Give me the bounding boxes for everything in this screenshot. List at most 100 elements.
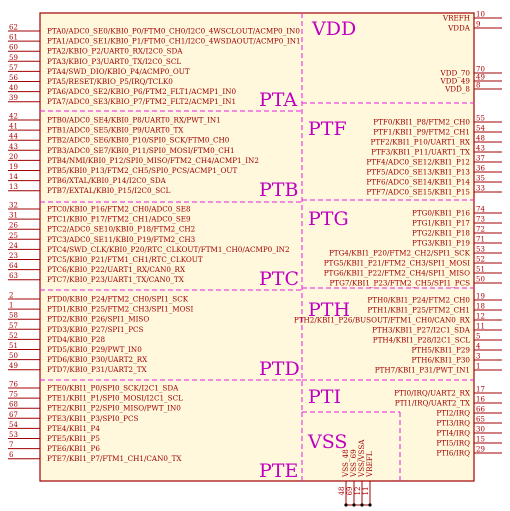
pin-number: 60 (9, 44, 18, 52)
pin-number: 23 (9, 252, 18, 260)
pin-name: VDD_8 (444, 85, 470, 94)
pin-number: 3 (476, 353, 480, 361)
pin-name: PTI4/IRQ (436, 429, 470, 438)
pin-number: 51 (9, 342, 18, 350)
pin-number: 24 (9, 242, 18, 250)
pin-name: PTB2/ADC0_SE6/KBI0_P10/SPI0_SCK/FTM0_CH0 (47, 136, 230, 145)
pin-number: 25 (9, 232, 18, 240)
pin-number: 57 (9, 322, 18, 330)
pin-name: PTB7/EXTAL/KBI0_P15/I2C0_SCL (47, 186, 171, 195)
junction-dot (360, 503, 364, 507)
pin-name: PTC7/KBI0_P23/UART1_TX/CAN0_TX (47, 275, 185, 284)
pin-name: PTG1/KBI1_P17 (412, 219, 470, 228)
pin-name: PTH7/KBI1_P31/PWT_IN1 (375, 366, 470, 375)
pin-number: 67 (9, 411, 18, 419)
pin-name: PTB1/ADC0_SE5/KBI0_P9/UART0_TX (47, 126, 184, 135)
pin-number: 14 (9, 173, 18, 181)
pin-number: 76 (9, 381, 18, 389)
pin-number: 49 (9, 362, 18, 370)
pin-name: PTI5/IRQ (436, 439, 470, 448)
pin-number: 70 (476, 66, 485, 74)
pin-number: 18 (476, 303, 485, 311)
pin-number: 12 (354, 487, 362, 496)
pin-name: PTG2/KBI1_P18 (412, 229, 470, 238)
pin-number: 9 (476, 21, 480, 29)
pin-number: 66 (476, 406, 485, 414)
pin-name: VSS_69 (349, 449, 358, 478)
pin-name: PTE3/KBI1_P3/SPI0_PCS (47, 414, 138, 423)
pin-name: PTH0/KBI1_P24/FTM2_CH0 (367, 296, 470, 305)
pin-name: PTC4/SWD_CLK/KBI0_P20/RTC_CLKOUT/FTM1_CH… (47, 245, 290, 254)
pin-number: 55 (476, 115, 485, 123)
pin-number: 16 (476, 396, 485, 404)
pin-number: 36 (476, 165, 485, 173)
pin-name: PTH4/KBI1_P28/I2C1_SCL (373, 336, 470, 345)
right-pin: 70 VDD_70 (440, 66, 502, 78)
pin-name: PTD6/KBI0_P30/UART2_RX (47, 355, 148, 364)
port-label-ptb: PTB (259, 179, 298, 201)
pin-number: 1 (9, 302, 13, 310)
pin-number: 72 (476, 226, 485, 234)
pin-number: 20 (9, 153, 18, 161)
port-label-pti: PTI (308, 386, 341, 408)
pin-name: PTE6/KBI1_P6 (47, 444, 100, 453)
pin-number: 6 (9, 451, 14, 459)
pin-number: 19 (9, 163, 18, 171)
pin-number: 64 (9, 262, 18, 270)
pin-name: PTF4/ADC0_SE12/KBI1_P12 (366, 158, 470, 167)
pin-number: 37 (476, 155, 485, 163)
pin-name: PTA6/ADC0_SE2/KBIO_P6/FTM2_FLT1/ACMP1_IN… (47, 87, 236, 96)
pin-number: 59 (9, 54, 18, 62)
port-label-vdd: VDD (311, 18, 356, 40)
pin-number: 31 (9, 212, 18, 220)
pin-number: 54 (9, 421, 18, 429)
junction-dot (352, 503, 356, 507)
pin-number: 52 (9, 332, 18, 340)
pin-name: PTD7/KBI0_P31/UART2_TX (47, 365, 148, 374)
pin-number: 10 (476, 11, 485, 19)
pin-name: PTD5/KBI0_P29/PWT_IN0 (47, 345, 142, 354)
pin-number: 5 (476, 333, 480, 341)
pin-name: PTF6/ADC0_SE14/KBI1_P14 (366, 178, 470, 187)
pin-name: PTB4/NMI/KBI0_P12/SPI0_MISO/FTM2_CH4/ACM… (47, 156, 259, 165)
pin-name: VSS/VSSA (357, 439, 366, 478)
pin-name: PTH1/KBI1_P25/FTM2_CH1 (367, 306, 470, 315)
port-label-vss: VSS (307, 431, 347, 453)
pin-name: PTA3/KBIO_P3/UART0_TX/I2C0_SCL (47, 57, 181, 66)
right-pin: 37 PTF4/ADC0_SE12/KBI1_P12 (366, 155, 502, 167)
pin-name: PTA7/ADC0_SE3/KBIO_P7/FTM2_FLT2/ACMP1_IN… (47, 97, 236, 106)
pin-name: PTA2/KBIO_P2/UART0_RX/I2C0_SDA (47, 47, 183, 56)
pin-name: PTD2/KBI0_P26/SPI1_MISO (47, 315, 149, 324)
pin-name: VDD_70 (440, 69, 471, 78)
